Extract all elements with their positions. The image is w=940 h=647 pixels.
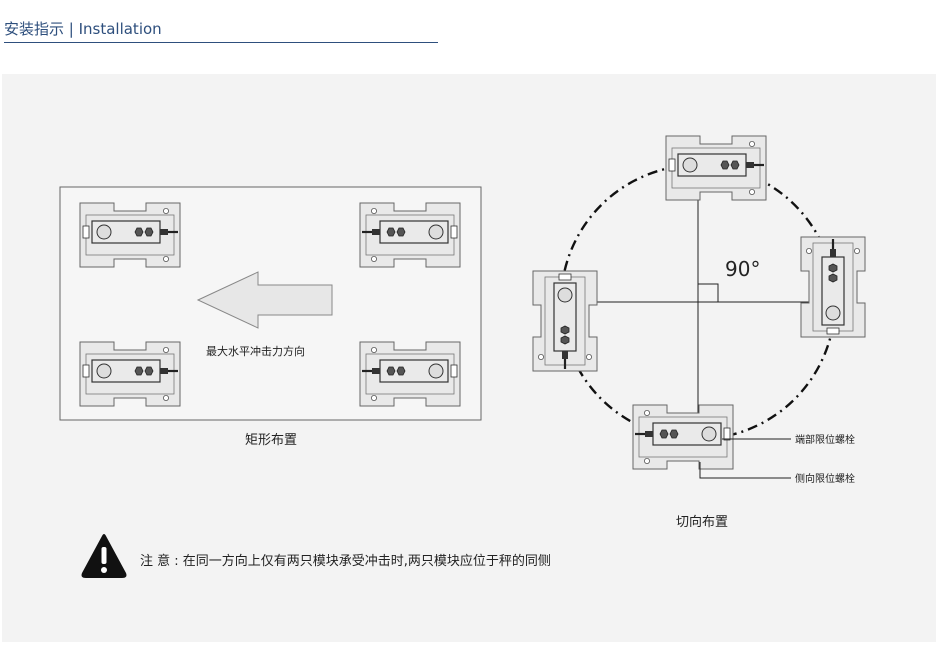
module-bottom-left <box>78 340 182 408</box>
warning-text: 注 意 : 在同一方向上仅有两只模块承受冲击时,两只模块应位于秤的同侧 <box>140 553 551 569</box>
module-bottom-right <box>358 340 462 408</box>
module-bottom <box>631 403 735 471</box>
arrow-label: 最大水平冲击力方向 <box>206 344 305 358</box>
section-title: 安装指示 | Installation <box>4 18 438 43</box>
rect-layout-caption: 矩形布置 <box>245 433 297 448</box>
side-bolt-leader <box>699 462 791 479</box>
tangent-layout-caption: 切向布置 <box>676 514 728 530</box>
end-bolt-label: 端部限位螺栓 <box>795 433 855 446</box>
module-left <box>531 269 599 373</box>
module-top <box>664 134 768 202</box>
impact-direction-arrow-icon <box>196 271 333 329</box>
right-angle-marker <box>698 283 719 302</box>
module-top-right <box>358 201 462 269</box>
side-bolt-label: 侧向限位螺栓 <box>795 472 855 485</box>
module-right <box>799 235 867 339</box>
warning-icon <box>81 534 127 578</box>
angle-label: 90° <box>725 257 760 281</box>
module-top-left <box>78 201 182 269</box>
